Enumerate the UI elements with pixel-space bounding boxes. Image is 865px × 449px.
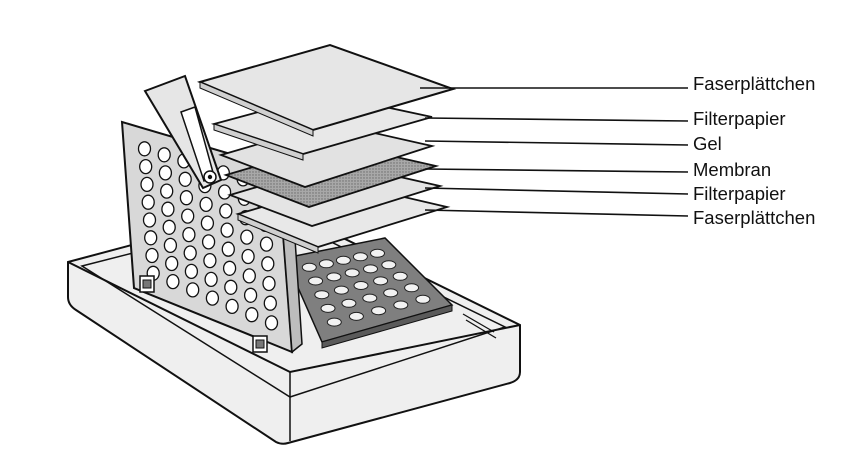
panel-hole <box>140 160 152 174</box>
panel-hole <box>159 166 171 180</box>
label-filterpapier-upper: Filterpapier <box>693 109 786 129</box>
plate-hole <box>302 263 316 271</box>
plate-hole <box>382 261 396 269</box>
plate-hole <box>334 286 348 294</box>
panel-hole <box>205 272 217 286</box>
panel-hole <box>183 228 195 242</box>
panel-hole <box>180 191 192 205</box>
panel-hole <box>162 202 174 216</box>
plate-hole <box>394 301 408 309</box>
plate-hole <box>393 272 407 280</box>
panel-hole <box>185 264 197 278</box>
panel-hole <box>158 148 170 162</box>
panel-hole <box>245 288 257 302</box>
panel-hole <box>242 250 254 264</box>
panel-hole <box>222 242 234 256</box>
panel-hole <box>224 261 236 275</box>
panel-hole <box>166 257 178 271</box>
panel-hole <box>246 308 258 322</box>
panel-hole <box>266 316 278 330</box>
label-faserplaettchen-top: Faserplättchen <box>693 74 815 94</box>
plate-hole <box>353 253 367 261</box>
plate-hole <box>405 284 419 292</box>
panel-hole <box>264 296 276 310</box>
plate-hole <box>327 273 341 281</box>
panel-hole <box>200 197 212 211</box>
panel-hole <box>184 246 196 260</box>
plate-hole <box>364 265 378 273</box>
plate-hole <box>363 294 377 302</box>
plate-hole <box>372 307 386 315</box>
panel-hole <box>141 177 153 191</box>
panel-hole <box>146 249 158 263</box>
panel-hole <box>182 209 194 223</box>
plate-hole <box>336 256 350 264</box>
plate-hole <box>342 299 356 307</box>
panel-hole <box>219 185 231 199</box>
panel-hole <box>161 184 173 198</box>
leader-line-4 <box>425 169 688 172</box>
panel-hole <box>226 299 238 313</box>
plate-hole <box>349 312 363 320</box>
leader-line-5 <box>425 188 688 194</box>
panel-hole <box>203 235 215 249</box>
panel-hole <box>139 142 151 156</box>
leader-lines <box>420 88 688 216</box>
panel-hole <box>144 213 156 227</box>
label-filterpapier-lower: Filterpapier <box>693 184 786 204</box>
plate-hole <box>371 249 385 257</box>
panel-hole <box>201 216 213 230</box>
label-gel: Gel <box>693 134 722 154</box>
plate-hole <box>354 282 368 290</box>
panel-hole <box>221 223 233 237</box>
leader-line-3 <box>425 141 688 145</box>
panel-hole <box>206 291 218 305</box>
plate-hole <box>321 304 335 312</box>
panel-hole <box>241 230 253 244</box>
plate-hole <box>374 277 388 285</box>
panel-hole <box>243 269 255 283</box>
panel-hole <box>163 220 175 234</box>
plate-hole <box>327 318 341 326</box>
panel-hole <box>263 277 275 291</box>
plate-hole <box>384 289 398 297</box>
panel-hole <box>220 204 232 218</box>
panel-hole <box>261 237 273 251</box>
label-faserplaettchen-bottom: Faserplättchen <box>693 208 815 228</box>
panel-hole <box>164 238 176 252</box>
panel-hole <box>145 231 157 245</box>
panel-hole <box>167 275 179 289</box>
panel-hole <box>204 254 216 268</box>
plate-hole <box>315 291 329 299</box>
panel-hole <box>225 280 237 294</box>
plate-hole <box>345 269 359 277</box>
panel-hole <box>187 283 199 297</box>
plate-hole <box>319 260 333 268</box>
plate-hole <box>416 295 430 303</box>
plate-hole <box>309 277 323 285</box>
panel-hole <box>262 257 274 271</box>
leader-line-6 <box>425 210 688 216</box>
panel-hole <box>179 172 191 186</box>
label-membran: Membran <box>693 160 771 180</box>
panel-hole <box>142 195 154 209</box>
leader-line-2 <box>425 118 688 121</box>
